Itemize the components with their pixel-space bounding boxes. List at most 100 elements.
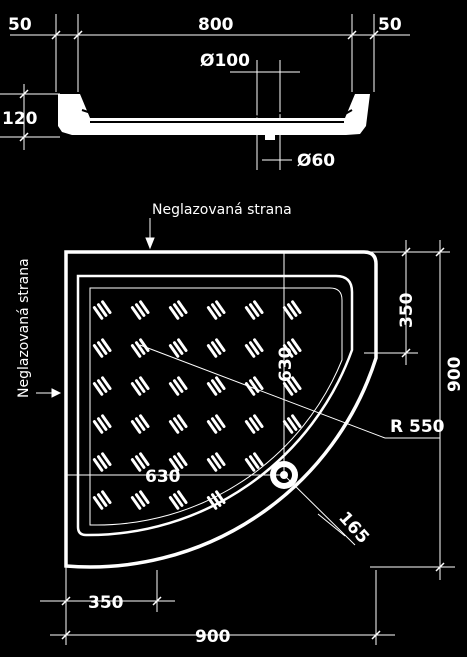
grip-bar (96, 455, 108, 469)
grip-bar (139, 414, 150, 428)
grip-bar (244, 420, 256, 434)
grip-bar (206, 306, 218, 320)
grip-bar (206, 420, 218, 434)
grip-bar (139, 338, 150, 352)
grip-bar (172, 341, 184, 355)
grip-bar (286, 417, 298, 431)
grip-cell (130, 490, 150, 510)
grip-bar (168, 344, 180, 358)
grip-cell (206, 452, 226, 472)
dim-height-label: 120 (2, 109, 38, 129)
grip-bar (172, 493, 184, 507)
grip-cell (168, 338, 188, 358)
grip-cell (168, 414, 188, 434)
dim-350-right-label: 350 (397, 292, 417, 328)
grip-bar (168, 458, 180, 472)
grip-bar (206, 458, 218, 472)
grip-bar (244, 306, 256, 320)
grip-bar (177, 338, 188, 352)
grip-bar (210, 455, 222, 469)
grip-bar (206, 382, 218, 396)
grip-bar (172, 417, 184, 431)
grip-bar (172, 303, 184, 317)
grip-bar (282, 344, 294, 358)
grip-bar (101, 300, 112, 314)
grip-bar (172, 379, 184, 393)
grip-bar (248, 303, 260, 317)
grip-bar (253, 452, 264, 466)
dim-630-vertical-label: 630 (276, 346, 296, 382)
dim-drain-bottom-label: Ø60 (297, 151, 335, 171)
grip-bar (177, 376, 188, 390)
grip-cell (282, 338, 302, 358)
grip-bar (286, 379, 298, 393)
grip-bar (96, 493, 108, 507)
grip-bar (215, 300, 226, 314)
grip-bar (101, 490, 112, 504)
grip-bar (134, 455, 146, 469)
grip-bar (92, 306, 104, 320)
dim-drain-top-label: Ø100 (200, 51, 250, 71)
grip-bar (244, 458, 256, 472)
grip-bar (210, 303, 222, 317)
grip-bar (248, 455, 260, 469)
grip-bar (177, 300, 188, 314)
grip-cell (92, 300, 112, 320)
grip-bar (253, 338, 264, 352)
grip-cell (130, 338, 150, 358)
grip-bar (139, 490, 150, 504)
grip-cell (206, 414, 226, 434)
grip-bar (177, 414, 188, 428)
grip-cell (130, 414, 150, 434)
grip-bar (168, 420, 180, 434)
grip-bar (291, 376, 302, 390)
grip-cell (168, 376, 188, 396)
grip-bar (172, 455, 184, 469)
grip-bar (92, 420, 104, 434)
grip-bar (130, 458, 142, 472)
grip-cell (244, 414, 264, 434)
dim-630-horizontal-label: 630 (145, 467, 181, 487)
plan-dimension-lines (36, 218, 455, 645)
grip-cell (168, 300, 188, 320)
grip-bar (210, 417, 222, 431)
grip-bar (291, 414, 302, 428)
grip-bar (130, 496, 142, 510)
grip-cell (92, 338, 112, 358)
dim-900-right-label: 900 (445, 356, 465, 392)
dim-width-label: 800 (198, 15, 234, 35)
grip-bar (96, 417, 108, 431)
grip-cell (130, 300, 150, 320)
grip-cell (92, 376, 112, 396)
grip-bar (130, 306, 142, 320)
grip-bar (134, 341, 146, 355)
grip-bar (134, 417, 146, 431)
grip-cell (92, 414, 112, 434)
grip-bar (134, 493, 146, 507)
grip-bar (101, 338, 112, 352)
grip-cell (206, 300, 226, 320)
grip-cell (92, 452, 112, 472)
grip-bar (177, 452, 188, 466)
grip-bar (130, 420, 142, 434)
grip-bar (248, 417, 260, 431)
grip-cell (282, 414, 302, 434)
grip-bar (92, 382, 104, 396)
grip-cell (130, 452, 150, 472)
grip-bar (215, 414, 226, 428)
unglazed-side-left-label: Neglazovaná strana (16, 258, 32, 398)
grip-bar (92, 496, 104, 510)
grip-bar (168, 496, 180, 510)
grip-bar (244, 344, 256, 358)
grip-bar (210, 493, 222, 507)
grip-bar (139, 376, 150, 390)
unglazed-side-top-label: Neglazovaná strana (152, 202, 292, 218)
grip-bar (210, 379, 222, 393)
grip-cell (130, 376, 150, 396)
grip-bar (253, 300, 264, 314)
grip-bar (130, 382, 142, 396)
grip-bar (286, 341, 298, 355)
grip-bar (248, 341, 260, 355)
